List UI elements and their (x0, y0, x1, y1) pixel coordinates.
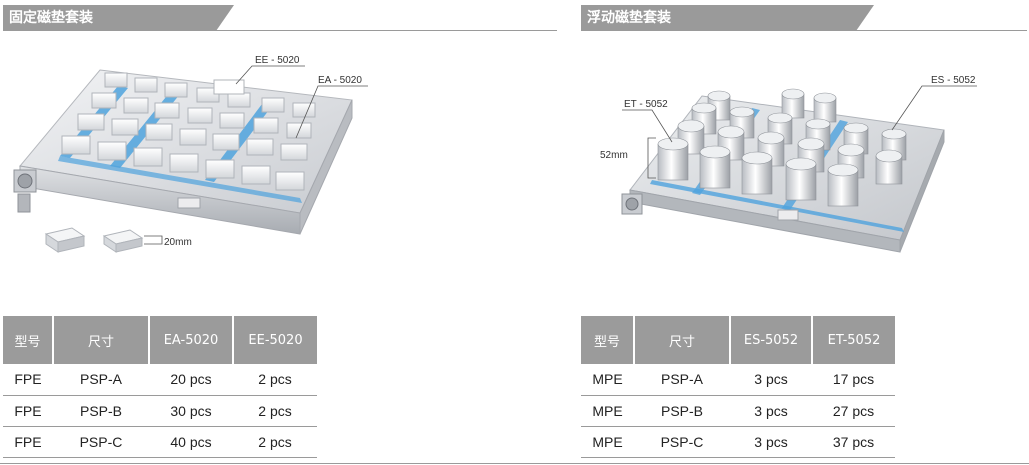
section-rule (3, 30, 557, 31)
callout-ea: EA - 5020 (318, 75, 362, 86)
section-rule (581, 30, 1027, 31)
cell: MPE (581, 364, 634, 396)
callout-ee: EE - 5020 (255, 55, 300, 66)
cell: FPE (3, 364, 53, 396)
cell: PSP-C (634, 426, 730, 458)
cell: PSP-C (53, 426, 149, 458)
ee-pad (213, 79, 245, 95)
col-model: 型号 (3, 316, 54, 364)
col-ea-5020: EA-5020 (149, 316, 234, 364)
cell: 37 pcs (812, 426, 895, 458)
table-row: MPE PSP-B 3 pcs 27 pcs (581, 395, 895, 427)
col-model: 型号 (581, 316, 635, 364)
callout-height-right: 52mm (600, 150, 628, 161)
table-row: MPE PSP-C 3 pcs 37 pcs (581, 426, 895, 458)
table-header-row: 型号 尺寸 EA-5020 EE-5020 (3, 316, 317, 364)
cell: 2 pcs (233, 426, 317, 458)
cell: 3 pcs (730, 426, 812, 458)
cylinder-pads (657, 88, 907, 207)
table-header-row: 型号 尺寸 ES-5052 ET-5052 (581, 316, 895, 364)
fixed-set-table: 型号 尺寸 EA-5020 EE-5020 FPE PSP-A 20 pcs 2… (3, 316, 317, 458)
cell: MPE (581, 395, 634, 427)
table-row: FPE PSP-C 40 pcs 2 pcs (3, 426, 317, 458)
section-title-text: 浮动磁垫套装 (587, 10, 671, 26)
col-es-5052: ES-5052 (730, 316, 813, 364)
loose-pads (44, 227, 144, 253)
bottom-rule (0, 463, 1029, 464)
cell: 30 pcs (149, 395, 233, 427)
col-ee-5020: EE-5020 (233, 316, 317, 364)
cell: FPE (3, 426, 53, 458)
section-title-floating: 浮动磁垫套装 (581, 5, 874, 31)
cell: FPE (3, 395, 53, 427)
cell: PSP-A (634, 364, 730, 396)
cell: 17 pcs (812, 364, 895, 396)
table-row: FPE PSP-A 20 pcs 2 pcs (3, 364, 317, 396)
cell: 27 pcs (812, 395, 895, 427)
cell: 2 pcs (233, 395, 317, 427)
table-row: FPE PSP-B 30 pcs 2 pcs (3, 395, 317, 427)
cell: 3 pcs (730, 364, 812, 396)
floating-magnetic-pad-set-image: ES - 5052 ET - 5052 52mm (600, 75, 977, 253)
cell: PSP-B (53, 395, 149, 427)
col-size: 尺寸 (634, 316, 731, 364)
col-et-5052: ET-5052 (812, 316, 895, 364)
cell: PSP-B (634, 395, 730, 427)
cell: PSP-A (53, 364, 149, 396)
col-size: 尺寸 (53, 316, 150, 364)
cable-connector (621, 193, 643, 215)
fixed-magnetic-pad-set-image: EE - 5020 EA - 5020 20mm (13, 55, 368, 253)
square-pads (61, 72, 316, 191)
callout-es: ES - 5052 (931, 75, 976, 86)
cell: 20 pcs (149, 364, 233, 396)
cable-connector (13, 169, 37, 213)
plate-right (299, 99, 353, 235)
section-title-fixed: 固定磁垫套装 (3, 5, 234, 31)
floating-set-table: 型号 尺寸 ES-5052 ET-5052 MPE PSP-A 3 pcs 17… (581, 316, 895, 458)
section-title-text: 固定磁垫套装 (9, 10, 93, 26)
cell: MPE (581, 426, 634, 458)
cell: 3 pcs (730, 395, 812, 427)
table-row: MPE PSP-A 3 pcs 17 pcs (581, 364, 895, 396)
cell: 40 pcs (149, 426, 233, 458)
callout-et: ET - 5052 (624, 99, 668, 110)
callout-height-left: 20mm (164, 237, 192, 248)
cell: 2 pcs (233, 364, 317, 396)
